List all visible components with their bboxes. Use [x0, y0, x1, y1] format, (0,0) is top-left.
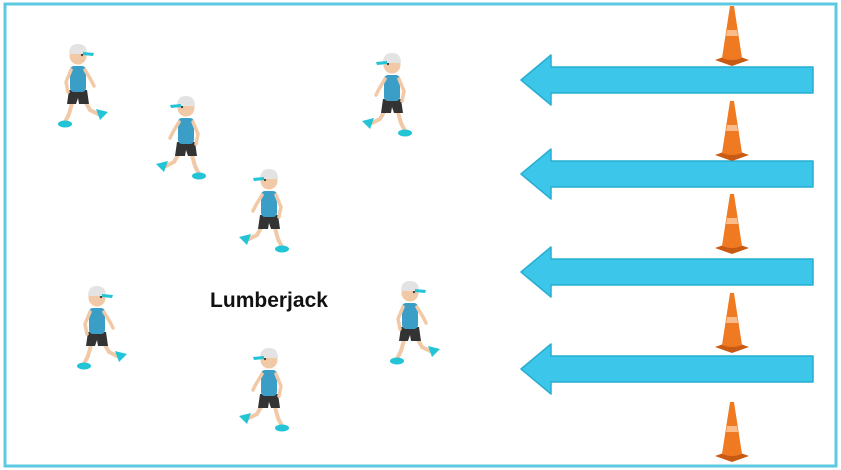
cone-5 [715, 402, 749, 462]
arrow-3 [520, 246, 814, 298]
cone-4 [715, 293, 749, 353]
player-7 [239, 348, 289, 432]
player-3 [362, 53, 412, 137]
arrow-1 [520, 54, 814, 106]
player-5 [77, 286, 127, 370]
cone-3 [715, 194, 749, 254]
player-1 [58, 44, 108, 128]
arrow-4 [520, 343, 814, 395]
cones-group [715, 6, 749, 462]
cone-2 [715, 101, 749, 161]
arrow-2 [520, 148, 814, 200]
cone-1 [715, 6, 749, 66]
player-4 [239, 169, 289, 253]
arrows-group [520, 54, 814, 395]
player-6 [390, 281, 440, 365]
players-group [58, 44, 440, 432]
field-label: Lumberjack [210, 289, 328, 312]
player-2 [156, 96, 206, 180]
